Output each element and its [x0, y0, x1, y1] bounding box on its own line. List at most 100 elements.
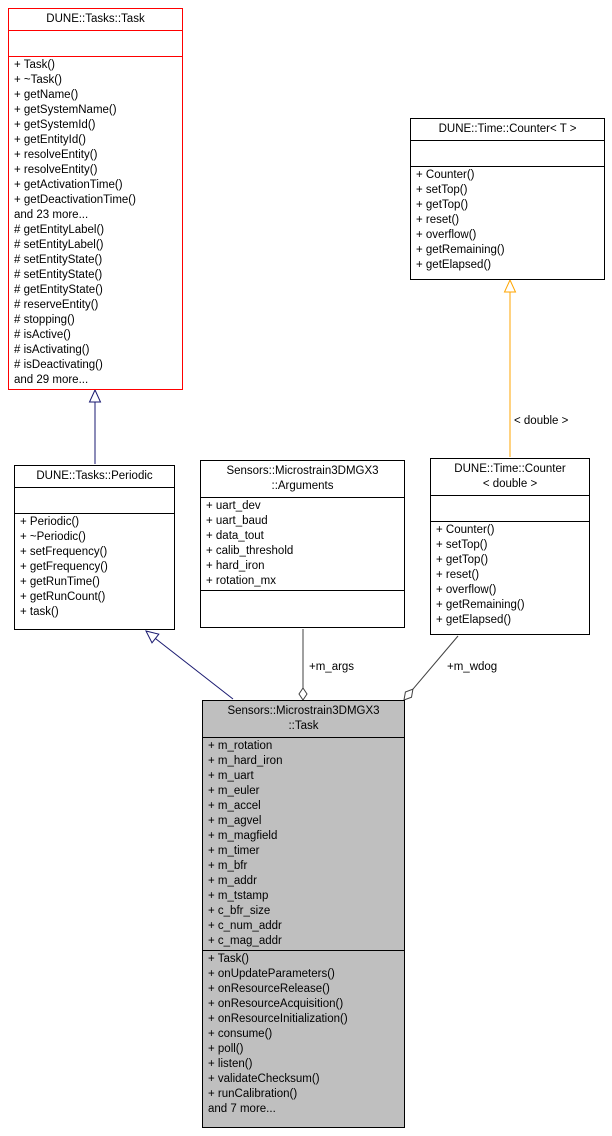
class-title: DUNE::Tasks::Task	[9, 9, 182, 31]
attributes-compartment	[411, 141, 604, 167]
class-title: Sensors::Microstrain3DMGX3 ::Task	[203, 701, 404, 738]
member-item: + getRunCount()	[20, 591, 106, 603]
member-item: # stopping()	[14, 314, 75, 326]
member-item: + m_magfield	[208, 830, 278, 842]
member-item: # isActive()	[14, 329, 71, 341]
class-box-sensors-microstrain3dmgx3-task: Sensors::Microstrain3DMGX3 ::Task + m_ro…	[202, 700, 405, 1128]
class-title: DUNE::Time::Counter < double >	[431, 459, 589, 496]
member-item: + data_tout	[206, 530, 264, 542]
member-item: + setTop()	[436, 539, 488, 551]
methods-compartment: + Task() + onUpdateParameters() + onResour…	[203, 951, 404, 1127]
member-item: # isActivating()	[14, 344, 90, 356]
hollow-triangle-arrowhead	[145, 630, 160, 644]
methods-compartment: + Periodic()+ ~Periodic()+ setFrequency(…	[15, 514, 174, 629]
aggregation-edge-m-args	[298, 629, 308, 701]
member-item: + onResourceRelease()	[208, 983, 330, 995]
member-item: and 29 more...	[14, 374, 89, 386]
member-item: + m_uart	[208, 770, 254, 782]
class-box-dune-time-counter-double[interactable]: DUNE::Time::Counter < double > + Counter…	[430, 458, 590, 635]
methods-compartment: + Counter()+ setTop()+ getTop()+ reset()…	[431, 522, 589, 634]
member-item: + getRemaining()	[436, 599, 525, 611]
member-item: + getName()	[14, 89, 79, 101]
member-edge-label-m-wdog: +m_wdog	[447, 661, 498, 673]
member-item: + Counter()	[416, 169, 475, 181]
class-title: DUNE::Tasks::Periodic	[15, 466, 174, 488]
member-item: + m_timer	[208, 845, 260, 857]
member-item: + onResourceInitialization()	[208, 1013, 348, 1025]
member-item: + getDeactivationTime()	[14, 194, 136, 206]
member-item: + c_bfr_size	[208, 905, 271, 917]
member-item: and 23 more...	[14, 209, 89, 221]
attributes-compartment	[15, 488, 174, 514]
member-item: + runCalibration()	[208, 1088, 298, 1100]
member-item: + setTop()	[416, 184, 468, 196]
class-title-line2: ::Arguments	[271, 480, 334, 492]
member-item: + setFrequency()	[20, 546, 108, 558]
member-item: + overflow()	[416, 229, 477, 241]
member-item: + m_hard_iron	[208, 755, 283, 767]
member-item: and 7 more...	[208, 1103, 276, 1115]
member-item: + m_tstamp	[208, 890, 269, 902]
class-title-line2: < double >	[482, 478, 538, 490]
open-diamond-arrowhead	[403, 688, 414, 701]
template-args-edge-label: < double >	[514, 415, 569, 427]
member-item: + rotation_mx	[206, 575, 276, 587]
class-title: Sensors::Microstrain3DMGX3 ::Arguments	[201, 461, 404, 498]
template-instance-edge-counterdouble-to-countert	[503, 278, 517, 457]
member-item: + Counter()	[436, 524, 495, 536]
class-title-line1: Sensors::Microstrain3DMGX3	[226, 465, 379, 477]
attributes-compartment: + m_rotation+ m_hard_iron+ m_uart+ m_eul…	[203, 738, 404, 951]
hollow-triangle-arrowhead	[503, 278, 517, 293]
class-title-line1: DUNE::Time::Counter	[454, 463, 566, 475]
methods-compartment: + Counter()+ setTop()+ getTop()+ reset()…	[411, 167, 604, 279]
member-item: # getEntityState()	[14, 284, 103, 296]
member-item: + overflow()	[436, 584, 497, 596]
methods-compartment	[201, 591, 404, 627]
class-box-dune-time-counter-t[interactable]: DUNE::Time::Counter< T > + Counter()+ se…	[410, 118, 605, 280]
member-item: + getTop()	[416, 199, 469, 211]
member-item: + getRunTime()	[20, 576, 100, 588]
member-item: + getRemaining()	[416, 244, 505, 256]
member-item: + listen()	[208, 1058, 253, 1070]
member-item: + c_mag_addr	[208, 935, 282, 947]
member-item: + uart_dev	[206, 500, 261, 512]
attributes-compartment	[9, 31, 182, 57]
attributes-compartment	[431, 496, 589, 522]
member-item: + calib_threshold	[206, 545, 294, 557]
member-item: + Periodic()	[20, 516, 80, 528]
member-item: + task()	[20, 606, 59, 618]
member-item: + m_euler	[208, 785, 260, 797]
member-item: + getSystemId()	[14, 119, 96, 131]
member-item: + Task()	[208, 953, 250, 965]
member-item: + validateChecksum()	[208, 1073, 320, 1085]
member-item: + consume()	[208, 1028, 273, 1040]
member-item: + resolveEntity()	[14, 164, 98, 176]
member-item: + getActivationTime()	[14, 179, 123, 191]
member-item: # setEntityLabel()	[14, 239, 104, 251]
member-item: + onUpdateParameters()	[208, 968, 335, 980]
class-box-arguments[interactable]: Sensors::Microstrain3DMGX3 ::Arguments +…	[200, 460, 405, 628]
methods-compartment: + Task()+ ~Task()+ getName()+ getSystemN…	[9, 57, 182, 389]
inheritance-edge-sensorstask-to-periodic	[145, 630, 234, 700]
member-item: # isDeactivating()	[14, 359, 103, 371]
member-item: + Task()	[14, 59, 56, 71]
member-item: # getEntityLabel()	[14, 224, 105, 236]
member-item: # setEntityState()	[14, 254, 103, 266]
member-item: + m_bfr	[208, 860, 248, 872]
attributes-compartment: + uart_dev + uart_baud + data_tout + calib_…	[201, 498, 404, 591]
member-item: + getEntityId()	[14, 134, 86, 146]
member-item: # setEntityState()	[14, 269, 103, 281]
member-item: + c_num_addr	[208, 920, 282, 932]
member-item: + uart_baud	[206, 515, 268, 527]
member-item: + ~Task()	[14, 74, 62, 86]
member-item: + m_accel	[208, 800, 261, 812]
class-title-line2: ::Task	[288, 720, 319, 732]
class-box-dune-tasks-periodic[interactable]: DUNE::Tasks::Periodic + Periodic()+ ~Per…	[14, 465, 175, 630]
member-edge-label-m-args: +m_args	[309, 661, 355, 673]
inheritance-line	[155, 638, 234, 700]
member-item: + hard_iron	[206, 560, 265, 572]
open-diamond-arrowhead	[298, 687, 308, 701]
class-box-dune-tasks-task[interactable]: DUNE::Tasks::Task + Task()+ ~Task()+ get…	[8, 8, 183, 390]
member-item: + poll()	[208, 1043, 244, 1055]
